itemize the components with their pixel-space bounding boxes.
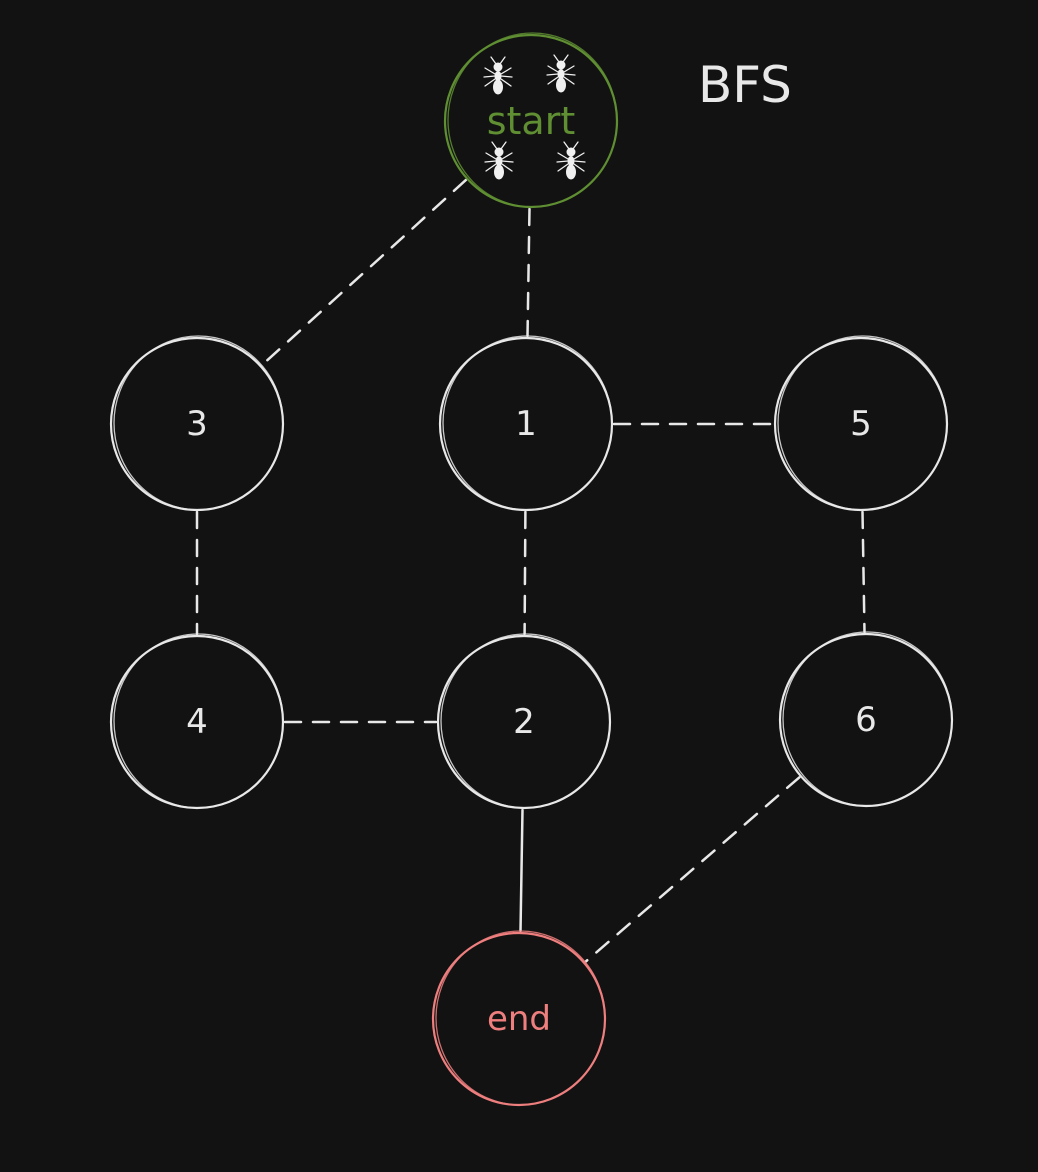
ant-icon — [556, 141, 586, 180]
edges-layer — [195, 178, 866, 963]
node-n1: 1 — [438, 335, 614, 512]
node-label-start: start — [487, 99, 576, 143]
node-label-n3: 3 — [186, 404, 208, 444]
node-label-n4: 4 — [186, 702, 208, 742]
node-end: end — [431, 930, 607, 1107]
ant-icon — [484, 141, 514, 180]
edge-start-n3 — [260, 178, 468, 367]
node-n5: 5 — [773, 335, 949, 512]
edge-start-n1 — [526, 207, 531, 338]
edge-n2-end — [519, 808, 524, 933]
edge-n5-n6 — [861, 510, 866, 634]
node-label-n6: 6 — [855, 700, 877, 740]
node-start: start — [443, 32, 619, 209]
node-label-n5: 5 — [850, 404, 872, 444]
nodes-layer: start 1 2 3 4 5 6 end — [109, 32, 954, 1107]
node-n3: 3 — [109, 335, 285, 512]
node-n2: 2 — [436, 633, 612, 810]
node-n6: 6 — [778, 631, 954, 808]
node-label-n2: 2 — [513, 702, 535, 742]
node-label-n1: 1 — [515, 404, 537, 444]
node-label-end: end — [487, 999, 551, 1039]
diagram-title: BFS — [698, 56, 792, 114]
node-n4: 4 — [109, 633, 285, 810]
edge-n1-n2 — [523, 510, 527, 636]
ant-icon — [483, 56, 513, 95]
ant-icon — [546, 54, 576, 93]
edge-n6-end — [584, 776, 801, 963]
